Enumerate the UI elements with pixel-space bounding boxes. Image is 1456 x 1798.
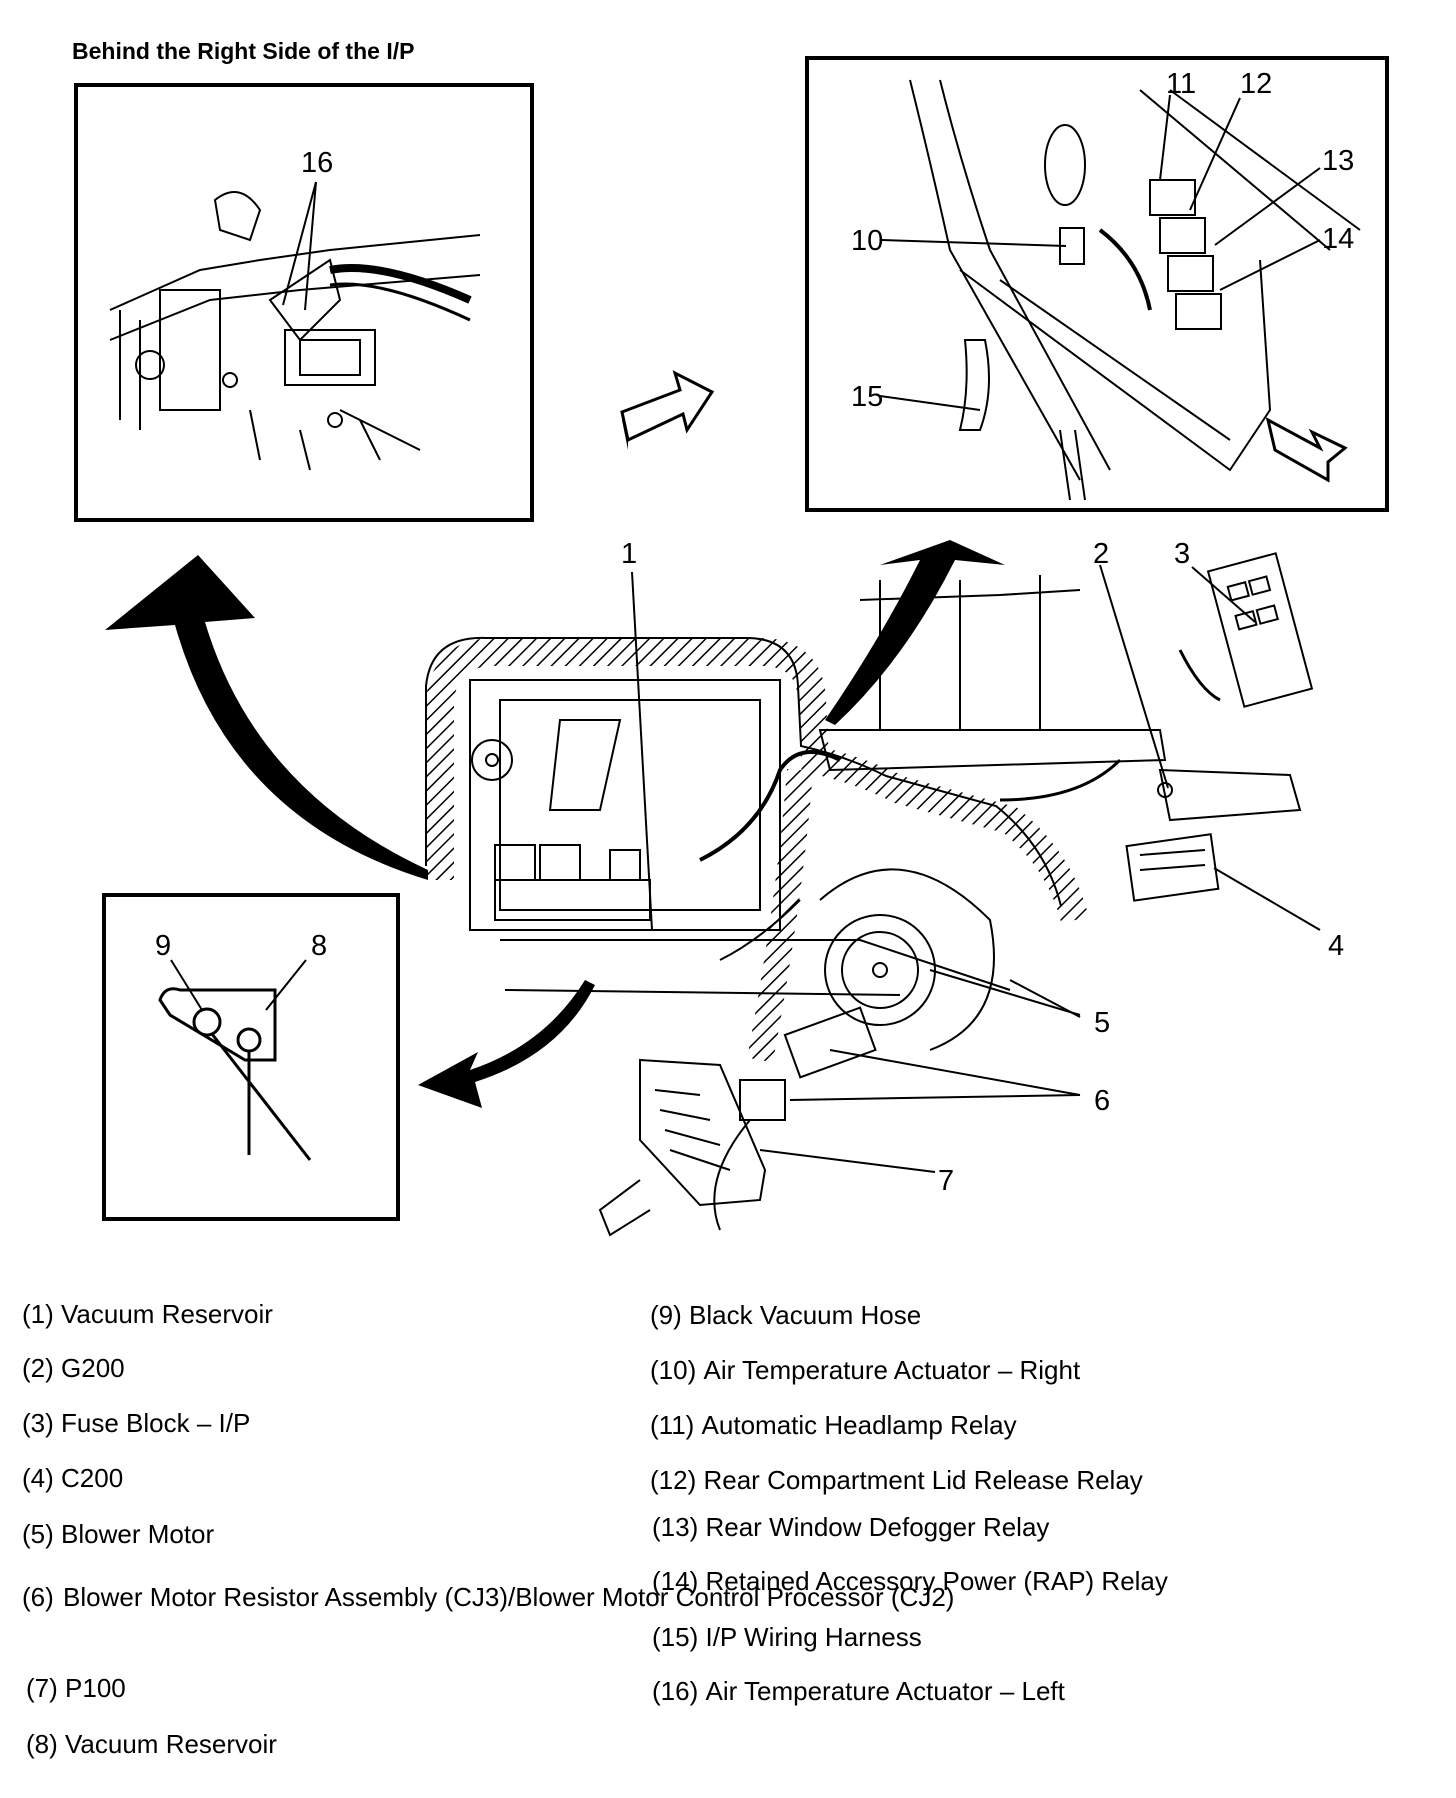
legend-item-7: (7) P100 [26, 1673, 126, 1703]
legend-item-1: (1) Vacuum Reservoir [22, 1299, 273, 1329]
callout-6: 6 [1094, 1085, 1110, 1117]
callout-1: 1 [621, 538, 637, 570]
hvac-assembly [425, 552, 1314, 1237]
callout-labels: 1 2 3 4 5 6 7 8 9 10 11 12 13 14 15 16 [155, 68, 1354, 1197]
legend-item-8: (8) Vacuum Reservoir [26, 1729, 277, 1759]
legend-item-2: (2) G200 [22, 1353, 125, 1383]
callout-11: 11 [1166, 68, 1196, 100]
legend-item-5: (5) Blower Motor [22, 1519, 215, 1549]
inset-top-left [74, 83, 534, 522]
callout-13: 13 [1322, 145, 1354, 177]
arrow-to-bottom-left-inset [418, 980, 595, 1108]
callout-4: 4 [1328, 930, 1344, 962]
hvac-diagram: 1 2 3 4 5 6 7 8 9 10 11 12 13 14 15 16 [74, 56, 1389, 1237]
legend-item-10: (10) Air Temperature Actuator – Right [650, 1355, 1081, 1385]
callout-10: 10 [851, 225, 883, 257]
legend-item-16: (16) Air Temperature Actuator – Left [652, 1676, 1065, 1706]
legend-item-12: (12) Rear Compartment Lid Release Relay [650, 1465, 1143, 1495]
legend-item-3: (3) Fuse Block – I/P [22, 1408, 251, 1438]
diagram-title: Behind the Right Side of the I/P [72, 38, 415, 64]
arrow-to-top-left-inset [105, 555, 428, 880]
callout-2: 2 [1093, 538, 1109, 570]
callout-15: 15 [851, 381, 883, 413]
legend-item-15: (15) I/P Wiring Harness [652, 1622, 922, 1652]
callout-7: 7 [938, 1165, 954, 1197]
inset-bottom-left [102, 893, 400, 1221]
callout-3: 3 [1174, 538, 1190, 570]
small-arrow [620, 370, 715, 450]
inset-top-right [805, 56, 1389, 512]
legend-item-4: (4) C200 [22, 1463, 124, 1493]
legend-item-9: (9) Black Vacuum Hose [650, 1300, 922, 1330]
legend-item-6: (6) Blower Motor Resistor Assembly (CJ3)… [22, 1582, 955, 1612]
legend-item-13: (13) Rear Window Defogger Relay [652, 1512, 1050, 1542]
callout-8: 8 [311, 930, 327, 962]
callout-14: 14 [1322, 223, 1354, 255]
callout-5: 5 [1094, 1007, 1110, 1039]
leader-lines [631, 564, 1321, 1173]
callout-12: 12 [1240, 68, 1272, 100]
arrow-to-top-right-inset [825, 540, 1005, 725]
legend-item-14: (14) Retained Accessory Power (RAP) Rela… [652, 1566, 1168, 1596]
callout-16: 16 [301, 147, 333, 179]
callout-9: 9 [155, 930, 171, 962]
legend-item-11: (11) Automatic Headlamp Relay [650, 1410, 1017, 1440]
